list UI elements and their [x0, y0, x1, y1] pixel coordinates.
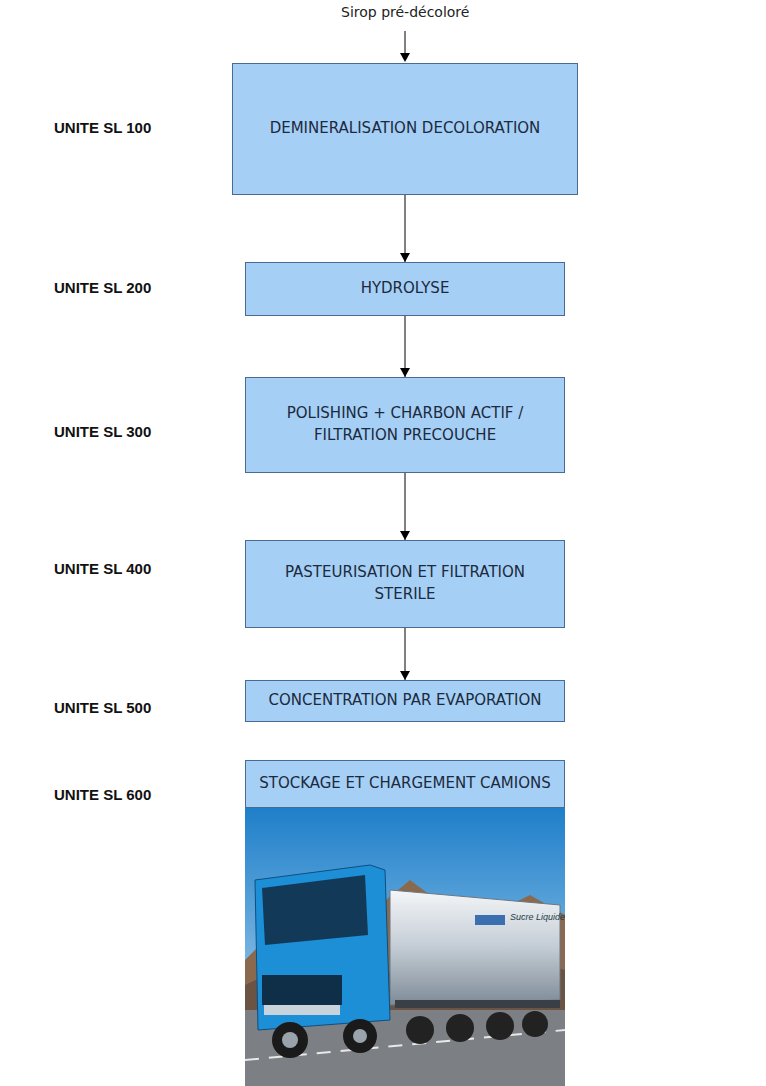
process-label: CONCENTRATION PAR EVAPORATION	[268, 690, 541, 712]
process-box: CONCENTRATION PAR EVAPORATION	[245, 680, 565, 722]
process-box: STOCKAGE ET CHARGEMENT CAMIONS	[245, 760, 565, 808]
process-label: DEMINERALISATION DECOLORATION	[270, 118, 541, 140]
process-box: POLISHING + CHARBON ACTIF / FILTRATION P…	[245, 377, 565, 473]
flow-arrow	[400, 628, 410, 680]
unit-label: UNITE SL 500	[54, 699, 151, 716]
process-label: HYDROLYSE	[361, 278, 450, 300]
process-label: POLISHING + CHARBON ACTIF / FILTRATION P…	[256, 403, 554, 447]
unit-label: UNITE SL 600	[54, 786, 151, 803]
process-box: HYDROLYSE	[245, 262, 565, 316]
input-arrowhead	[400, 53, 410, 62]
process-box: PASTEURISATION ET FILTRATION STERILE	[245, 540, 565, 628]
flow-arrow	[400, 473, 410, 540]
process-label: PASTEURISATION ET FILTRATION STERILE	[256, 562, 554, 606]
unit-label: UNITE SL 400	[54, 560, 151, 577]
unit-label: UNITE SL 200	[54, 279, 151, 296]
input-label: Sirop pré-décoloré	[341, 4, 469, 20]
process-box: DEMINERALISATION DECOLORATION	[232, 63, 578, 195]
unit-label: UNITE SL 300	[54, 423, 151, 440]
unit-label: UNITE SL 100	[54, 119, 151, 136]
flow-arrow	[400, 195, 410, 262]
input-arrow	[405, 31, 406, 54]
process-label: STOCKAGE ET CHARGEMENT CAMIONS	[259, 773, 551, 795]
tank-text: Sucre Liquide	[510, 912, 565, 922]
flow-arrow	[400, 316, 410, 377]
